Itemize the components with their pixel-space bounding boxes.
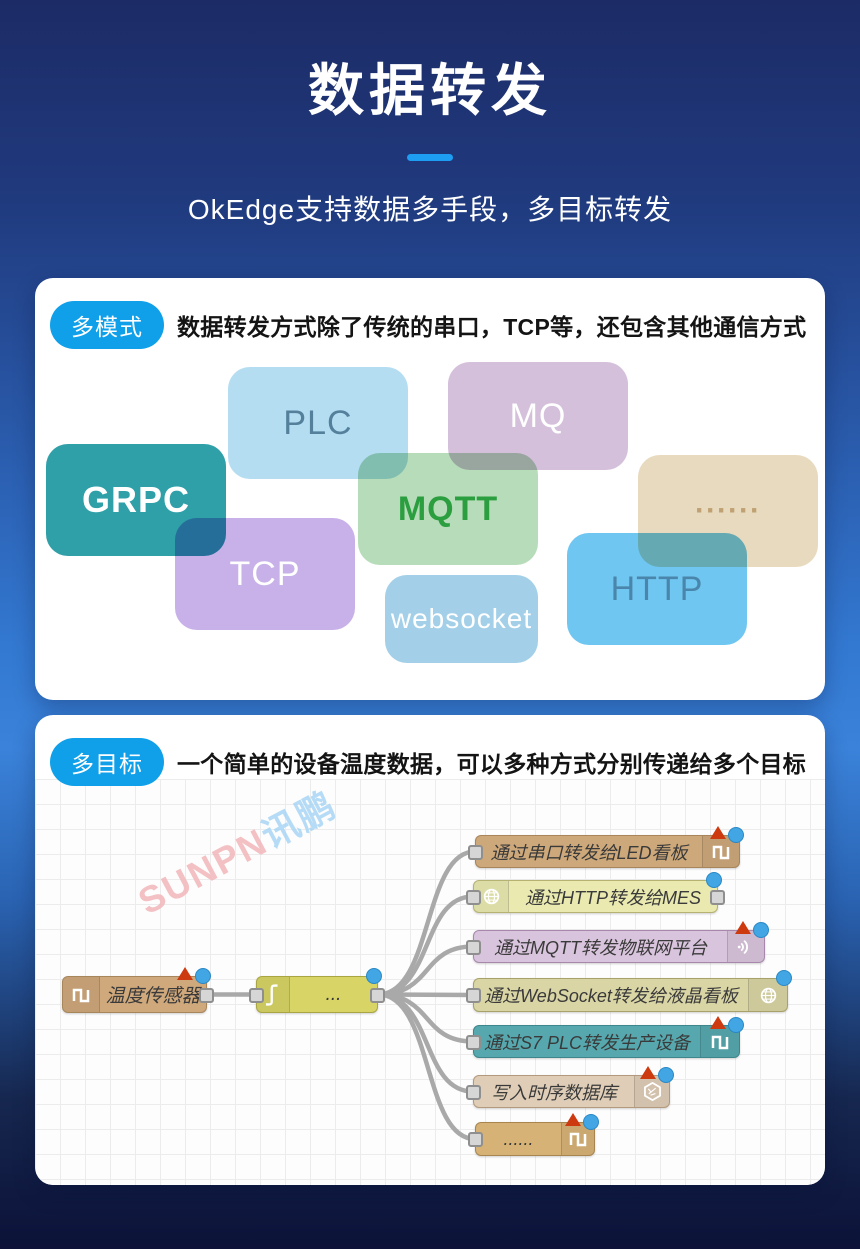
flow-node-label: 通过WebSocket转发给液晶看板 (484, 986, 738, 1006)
left-port[interactable] (466, 1034, 481, 1050)
status-dot-icon (728, 1017, 744, 1033)
flow-node-more-targets[interactable]: ...... (468, 1113, 599, 1156)
flow-node-label: 通过S7 PLC转发生产设备 (483, 1032, 691, 1053)
error-triangle-icon (640, 1066, 656, 1079)
error-triangle-icon (177, 967, 193, 980)
protocol-label: GRPC (81, 479, 190, 520)
left-port[interactable] (466, 1084, 481, 1100)
multi-mode-badge: 多模式 (50, 301, 164, 349)
protocol-label: TCP (229, 554, 301, 593)
status-dot-icon (728, 827, 744, 843)
serial-wave-icon (702, 836, 739, 867)
multi-target-heading: 一个简单的设备温度数据，可以多种方式分别传递给多个目标 (177, 751, 807, 777)
flow-node-label: 通过串口转发给LED看板 (490, 842, 688, 863)
flow-node-mqtt-to-iot[interactable]: 通过MQTT转发物联网平台 (466, 921, 769, 963)
protocol-box-7: websocket (385, 575, 538, 663)
protocol-box-0: PLC (228, 367, 408, 479)
wire (375, 894, 476, 997)
flow-node-label: 写入时序数据库 (491, 1082, 617, 1103)
page-subtitle: OkEdge支持数据多手段，多目标转发 (187, 194, 673, 225)
flow-node-websocket-to-lcd[interactable]: 通过WebSocket转发给液晶看板 (466, 970, 792, 1012)
flow-node-label: 通过HTTP转发给MES (524, 887, 701, 908)
flow-node-temperature-sensor[interactable]: 温度传感器 (62, 967, 214, 1013)
hero-section: 数据转发 OkEdge支持数据多手段，多目标转发 (0, 0, 860, 228)
left-port[interactable] (466, 889, 481, 905)
error-triangle-icon (710, 1016, 726, 1029)
protocol-box-1: MQ (448, 362, 628, 470)
protocol-label: PLC (283, 403, 353, 442)
left-port[interactable] (249, 987, 264, 1003)
status-dot-icon (706, 872, 722, 888)
status-dot-icon (776, 970, 792, 986)
flow-node-label: ... (325, 983, 342, 1005)
flow-node-tsdb-write[interactable]: 写入时序数据库 (466, 1066, 674, 1108)
serial-wave-icon (63, 977, 100, 1012)
right-port[interactable] (370, 987, 385, 1003)
wire (375, 944, 476, 997)
multi-target-badge: 多目标 (50, 738, 164, 786)
flow-node-serial-to-led[interactable]: 通过串口转发给LED看板 (468, 826, 744, 868)
wifi-signal-icon (727, 931, 764, 962)
flow-canvas[interactable]: SUNPN讯鹏 温度传感器...通过串口转发给LED看板通过HTTP转发给MES… (35, 779, 825, 1185)
left-port[interactable] (466, 988, 481, 1003)
status-dot-icon (195, 968, 211, 984)
title-divider (407, 154, 453, 161)
wires-layer (204, 849, 478, 1142)
protocol-label: MQTT (397, 489, 499, 528)
status-dot-icon (366, 968, 382, 984)
flow-node-http-to-mes[interactable]: 通过HTTP转发给MES (466, 872, 725, 913)
protocol-box-3: MQTT (358, 453, 538, 565)
status-dot-icon (658, 1067, 674, 1083)
protocol-label: ······ (695, 494, 761, 527)
status-dot-icon (583, 1114, 599, 1130)
page-title: 数据转发 (308, 59, 552, 122)
protocol-box-5: TCP (175, 518, 355, 630)
protocol-label: MQ (509, 396, 567, 435)
protocol-label: websocket (390, 603, 533, 634)
multi-mode-card: 多模式 数据转发方式除了传统的串口，TCP等，还包含其他通信方式 PLC MQ GR… (35, 278, 825, 700)
multi-mode-head: 多模式 数据转发方式除了传统的串口，TCP等，还包含其他通信方式 (35, 278, 825, 349)
flow-node-label: 温度传感器 (105, 986, 201, 1007)
wire (375, 992, 476, 1094)
error-triangle-icon (735, 921, 751, 934)
protocol-box-6: HTTP (567, 533, 747, 645)
wire (375, 992, 478, 1142)
flow-node-function[interactable]: ... (249, 968, 385, 1013)
status-dot-icon (753, 922, 769, 938)
left-port[interactable] (466, 939, 481, 955)
left-port[interactable] (468, 844, 483, 860)
error-triangle-icon (565, 1113, 581, 1126)
flow-node-s7-plc-to-device[interactable]: 通过S7 PLC转发生产设备 (466, 1016, 744, 1058)
wire (375, 992, 476, 1044)
flow-node-label: 通过MQTT转发物联网平台 (494, 937, 707, 958)
right-port[interactable] (199, 987, 214, 1003)
multi-target-card: 多目标 一个简单的设备温度数据，可以多种方式分别传递给多个目标 SUNPN讯鹏 … (35, 715, 825, 1185)
error-triangle-icon (710, 826, 726, 839)
right-port[interactable] (710, 889, 725, 905)
multi-mode-heading: 数据转发方式除了传统的串口，TCP等，还包含其他通信方式 (177, 314, 807, 340)
multi-target-head: 多目标 一个简单的设备温度数据，可以多种方式分别传递给多个目标 (35, 715, 825, 786)
flow-node-label: ...... (503, 1128, 534, 1149)
protocol-label: HTTP (610, 569, 704, 608)
left-port[interactable] (468, 1132, 483, 1147)
